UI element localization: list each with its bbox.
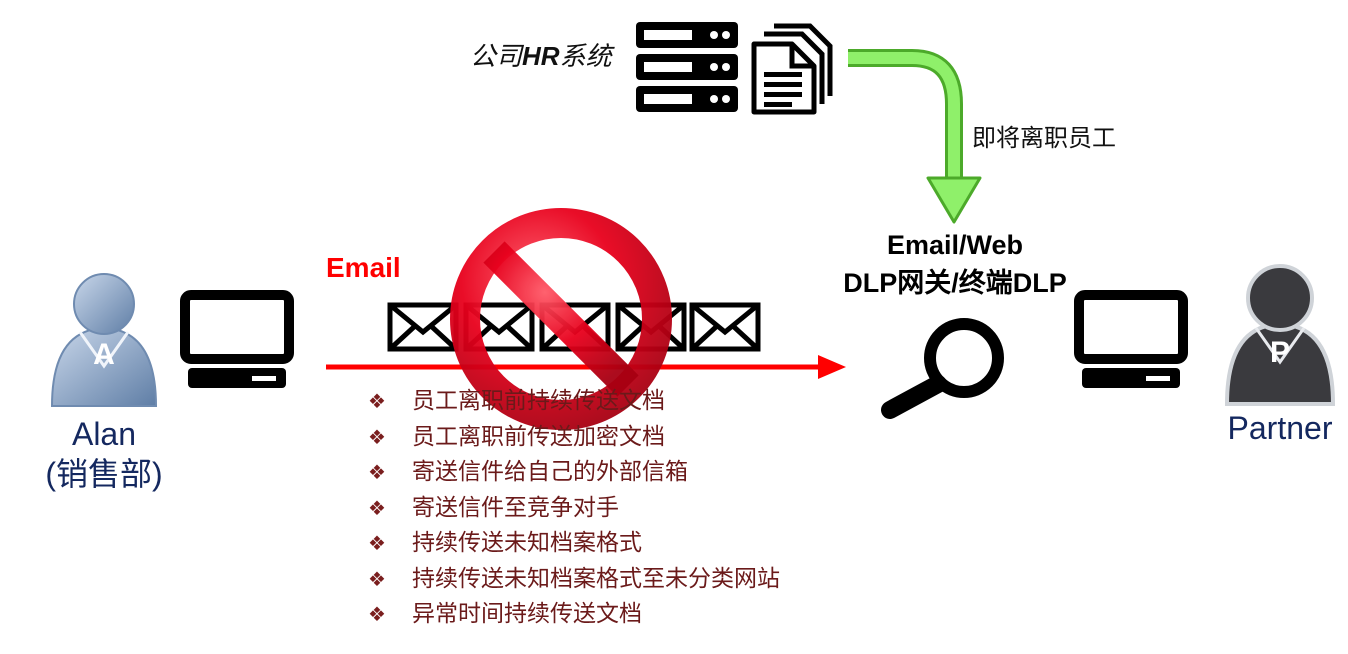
envelope-icon [387, 302, 459, 352]
hr-suffix: 系统 [559, 42, 612, 72]
behavior-text: 员工离职前传送加密文档 [412, 423, 665, 450]
list-item: ❖ 异常时间持续传送文档 [368, 597, 780, 633]
list-item: ❖ 员工离职前持续传送文档 [368, 384, 780, 420]
hr-bold: HR [522, 41, 560, 71]
list-item: ❖ 员工离职前传送加密文档 [368, 420, 780, 456]
receiver-person-icon [1224, 264, 1336, 406]
sender-name-text: Alan [71, 416, 137, 452]
list-item: ❖ 持续传送未知档案格式至未分类网站 [368, 562, 780, 598]
list-item: ❖ 寄送信件至竞争对手 [368, 491, 780, 527]
bullet-diamond-icon: ❖ [368, 566, 386, 591]
dlp-line2: DLP网关/终端DLP [843, 268, 1067, 298]
behavior-text: 持续传送未知档案格式至未分类网站 [412, 565, 780, 592]
hr-system-label: 公司HR系统 [470, 36, 612, 73]
documents-icon [751, 23, 833, 115]
sender-person-icon [50, 273, 158, 407]
leaving-employee-label: 即将离职员工 [972, 124, 1116, 152]
receiver-name: Partner [1227, 410, 1333, 446]
bullet-diamond-icon: ❖ [368, 531, 386, 555]
behavior-list: ❖员工离职前持续传送文档 ❖员工离职前传送加密文档 ❖寄送信件给自己的外部信箱 … [368, 384, 780, 633]
envelope-icon [689, 302, 761, 352]
receiver-computer-icon [1074, 290, 1188, 388]
bullet-diamond-icon: ❖ [368, 424, 386, 449]
server-icon [636, 22, 738, 112]
sender-computer-icon [180, 290, 294, 388]
email-label: Email [326, 252, 401, 283]
sender-dept: (销售部) [45, 456, 163, 492]
email-arrow [326, 355, 846, 379]
dlp-gateway-title: Email/Web DLP网关/终端DLP [820, 226, 1090, 302]
list-item: ❖ 寄送信件给自己的外部信箱 [368, 455, 780, 491]
behavior-text: 异常时间持续传送文档 [412, 601, 642, 627]
behavior-text: 持续传送未知档案格式 [412, 530, 642, 556]
sender-name: Alan (销售部) [24, 414, 184, 494]
bullet-diamond-icon: ❖ [368, 389, 386, 413]
behavior-text: 寄送信件给自己的外部信箱 [412, 459, 688, 485]
bullet-diamond-icon: ❖ [368, 460, 386, 484]
prohibited-icon [450, 208, 672, 430]
magnifier-icon [881, 318, 1004, 419]
bullet-diamond-icon: ❖ [368, 495, 386, 520]
behavior-text: 员工离职前持续传送文档 [412, 388, 665, 414]
dlp-line1: Email/Web [886, 230, 1024, 260]
list-item: ❖ 持续传送未知档案格式 [368, 526, 780, 562]
sender-initial: A [93, 338, 115, 371]
hr-prefix: 公司 [470, 42, 523, 72]
behavior-text: 寄送信件至竞争对手 [412, 494, 619, 521]
bullet-diamond-icon: ❖ [368, 602, 386, 626]
receiver-initial: P [1269, 336, 1290, 369]
